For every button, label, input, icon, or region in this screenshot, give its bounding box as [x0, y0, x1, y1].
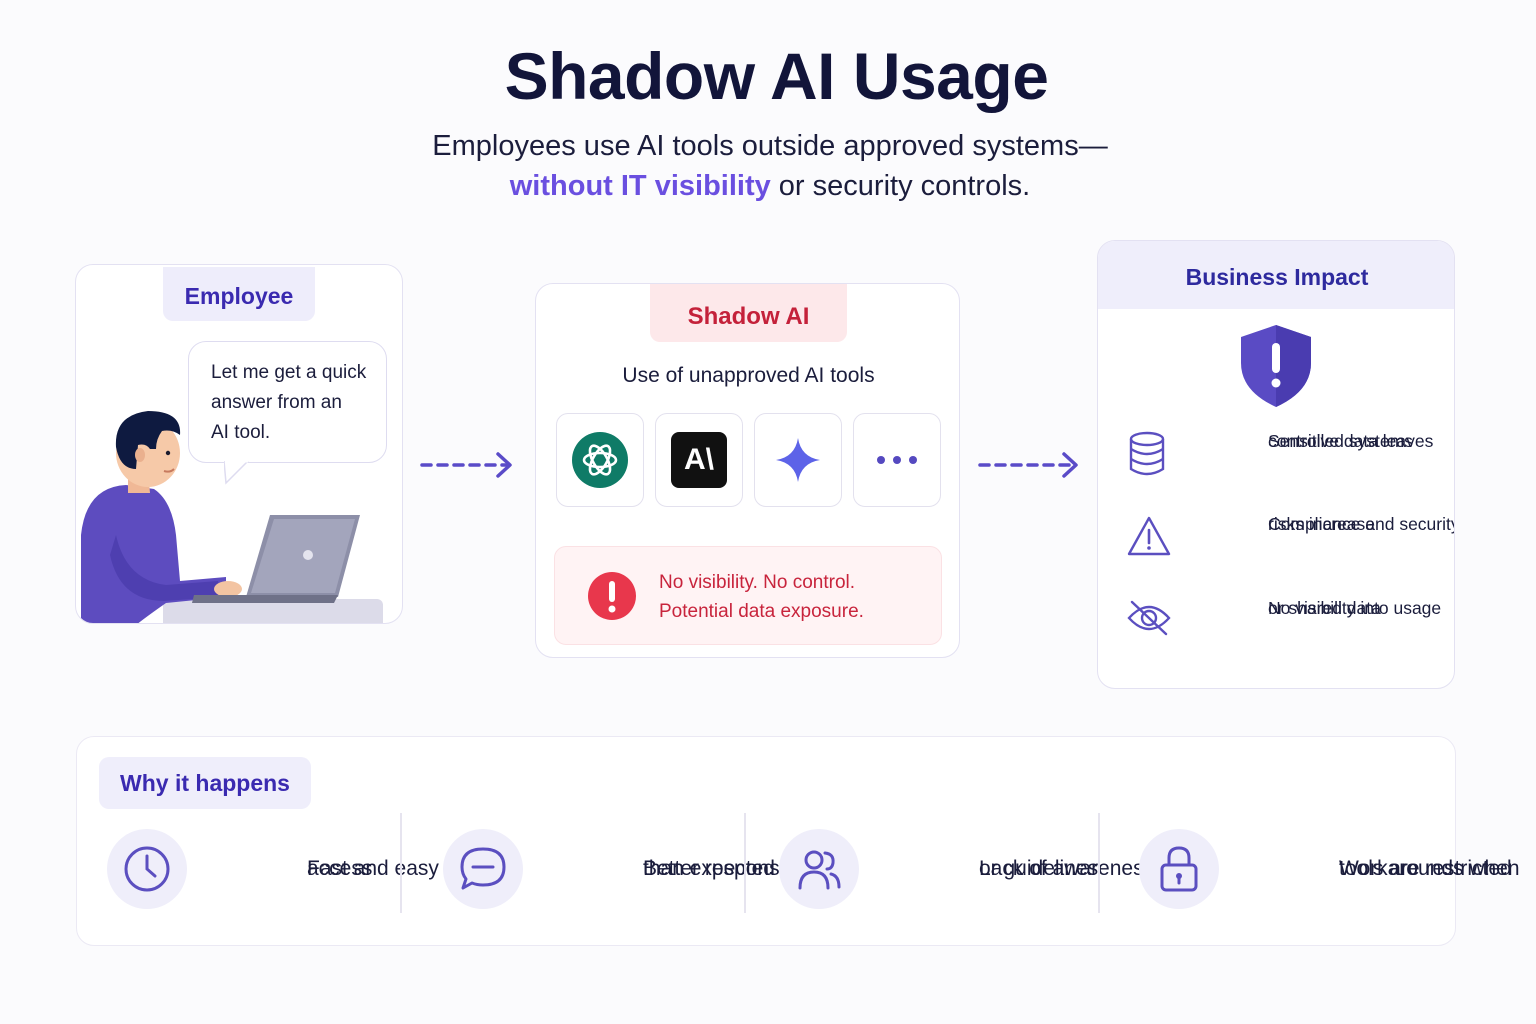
speech-line-2: answer from an: [211, 392, 342, 413]
users-icon: [798, 850, 841, 890]
subtitle-line-2: or security controls.: [770, 170, 1031, 202]
subtitle-highlight: without IT visibility: [509, 170, 771, 202]
database-icon: [1129, 431, 1165, 476]
page-subtitle: Employees use AI tools outside approved …: [0, 126, 1536, 206]
eye-off-icon: [1127, 600, 1171, 636]
tool-more: [853, 413, 941, 507]
warning-line-2: Potential data exposure.: [659, 601, 864, 622]
tool-openai: [556, 413, 644, 507]
business-impact-title: Business Impact: [1098, 241, 1454, 309]
warning-triangle-icon: [1127, 516, 1171, 556]
flow-arrow-1: [420, 452, 512, 478]
page-title: Shadow AI Usage: [504, 39, 1049, 113]
sparkle-icon: [776, 438, 820, 482]
reason-divider: [400, 813, 402, 913]
reason-divider: [744, 813, 746, 913]
warning-line-1: No visibility. No control.: [659, 572, 856, 593]
shadow-ai-subtitle: Use of unapproved AI tools: [622, 364, 875, 387]
speech-line-3: AI tool.: [211, 422, 271, 443]
anthropic-icon: A\: [671, 432, 727, 488]
subtitle-line-1: Employees use AI tools outside approved …: [432, 130, 1108, 162]
flow-arrow-2: [978, 452, 1078, 478]
employee-label: Employee: [163, 267, 315, 321]
clock-icon: [124, 846, 170, 892]
speech-line-1: Let me get a quick: [211, 362, 367, 383]
employee-card: Employee Let me get a quick answer from …: [75, 264, 403, 624]
warning-text: No visibility. No control. Potential dat…: [659, 568, 864, 626]
speech-bubble: Let me get a quick answer from an AI too…: [188, 341, 387, 463]
why-it-happens-label: Why it happens: [99, 757, 311, 809]
employee-illustration: [81, 411, 383, 623]
shadow-ai-label: Shadow AI: [650, 284, 847, 342]
openai-icon: [572, 432, 628, 488]
chat-icon: [460, 847, 506, 890]
shield-alert-icon: [1241, 325, 1311, 407]
more-icon: [877, 456, 917, 464]
warning-box: No visibility. No control. Potential dat…: [554, 546, 942, 645]
lock-icon: [1160, 846, 1198, 892]
tool-sparkle: [754, 413, 842, 507]
exclamation-circle-icon: [588, 572, 636, 620]
speech-bubble-tail: [224, 461, 249, 485]
tool-anthropic: A\: [655, 413, 743, 507]
reason-divider: [1098, 813, 1100, 913]
shadow-ai-card: Shadow AI Use of unapproved AI tools A\: [535, 283, 960, 658]
